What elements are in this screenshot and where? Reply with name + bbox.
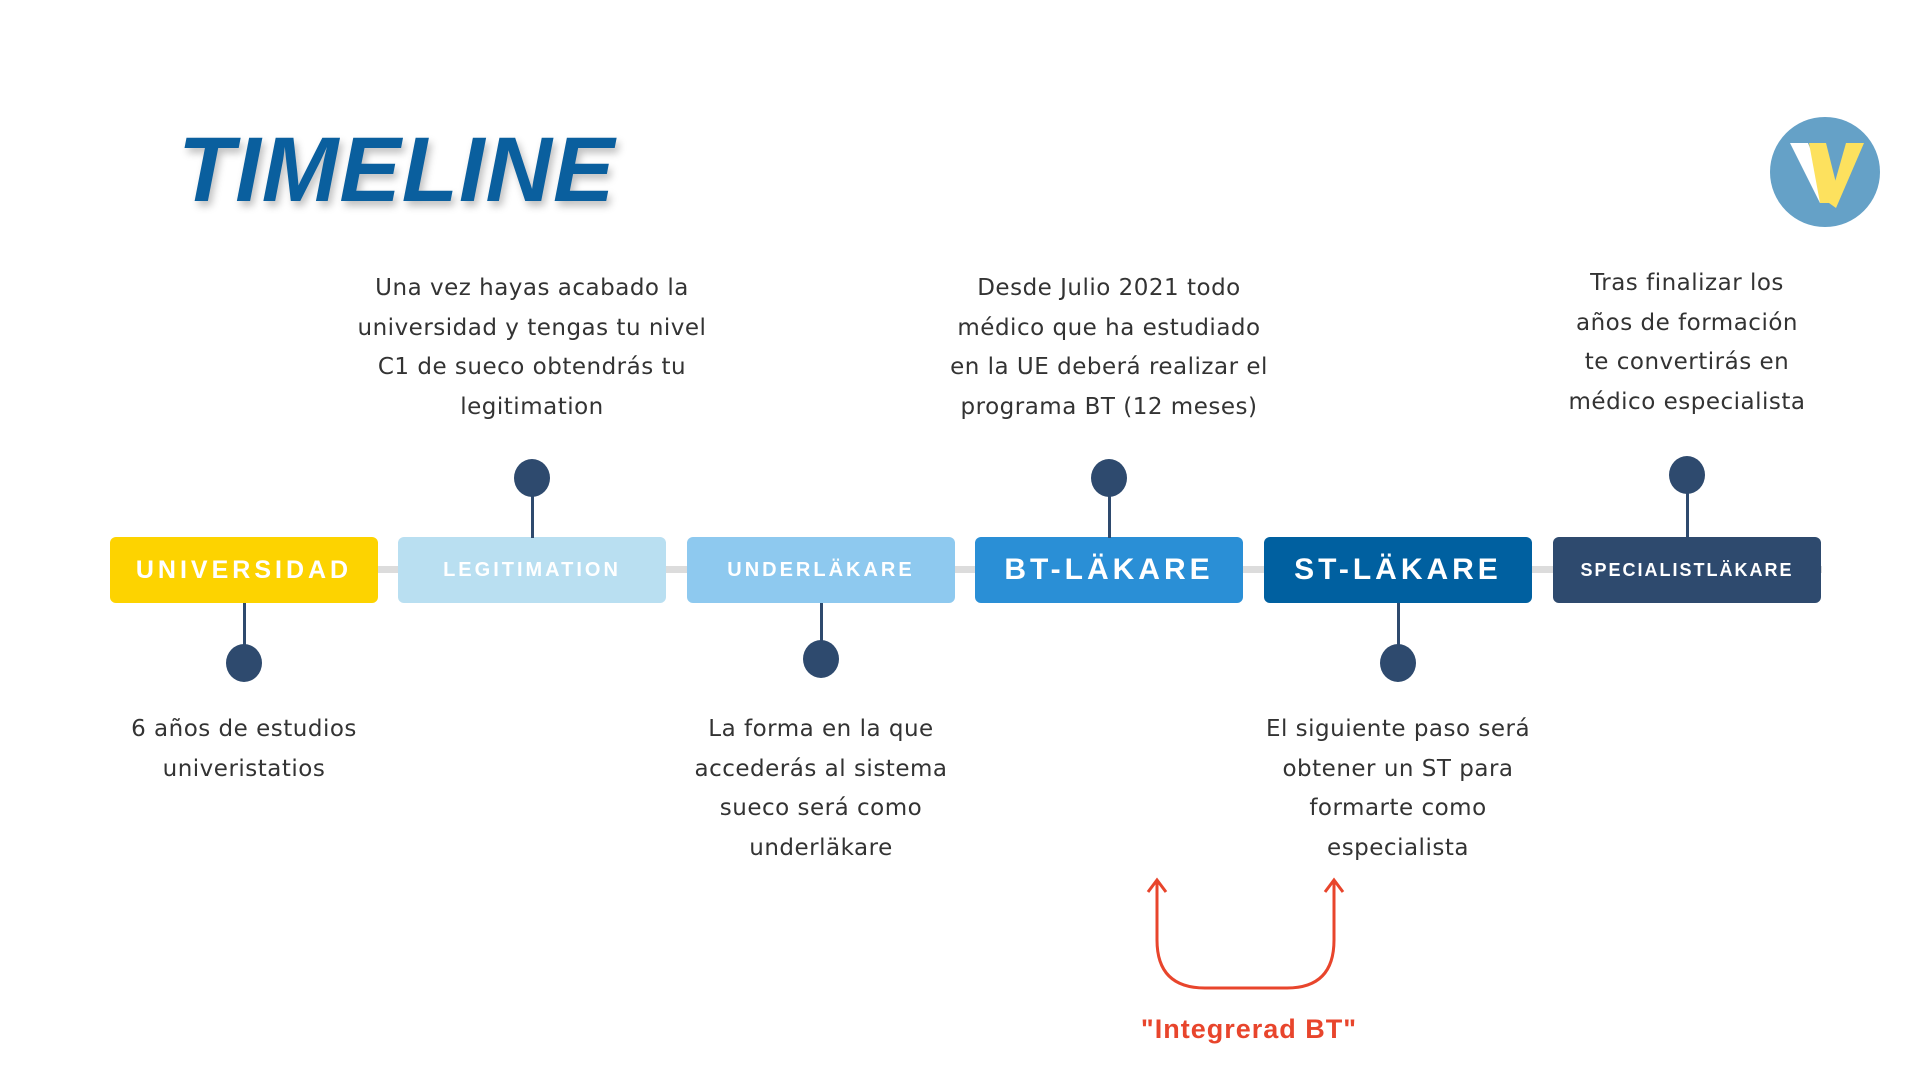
stage-note: El siguiente paso será obtener un ST para… (1198, 710, 1598, 868)
stage-dot (514, 459, 550, 497)
stage-box-2: UNDERLÄKARE (687, 537, 955, 603)
logo-w-icon (1770, 117, 1880, 227)
stage-dot (1091, 459, 1127, 497)
stage-note-line: La forma en la que (708, 716, 934, 742)
stage-box-5: SPECIALISTLÄKARE (1553, 537, 1821, 603)
stage-note: La forma en la que accederás al sistema su… (621, 710, 1021, 868)
stage-note-line: te convertirás en (1584, 349, 1790, 375)
stage-note-line: Una vez hayas acabado la (375, 275, 689, 301)
stage-note-line: univeristatios (162, 755, 326, 782)
stage-note-line: especialista (1327, 834, 1469, 861)
stage-note-line: en la UE deberá realizar el (950, 354, 1268, 380)
stage-note-line: accederás al sistema (694, 755, 948, 782)
stage-note-line: Tras finalizar los (1590, 270, 1784, 296)
stage-dot (226, 644, 262, 682)
stage-note: 6 años de estudios univeristatios (44, 710, 444, 789)
stage-box-4: ST-LÄKARE (1264, 537, 1532, 603)
integrated-bt-arrow-icon (1146, 877, 1345, 990)
stage-note-line: obtener un ST para (1282, 755, 1514, 782)
stage-note-line: legitimation (460, 393, 604, 420)
stage-note-line: médico especialista (1568, 388, 1806, 415)
stage-box-0: UNIVERSIDAD (110, 537, 378, 603)
stage-note-line: C1 de sueco obtendrás tu (377, 354, 687, 380)
stage-note-line: formarte como (1309, 795, 1487, 821)
stage-connector (531, 478, 534, 538)
stage-note-line: sueco será como (719, 795, 923, 821)
timeline-track (110, 566, 1822, 573)
stage-connector (243, 603, 246, 655)
stage-box-3: BT-LÄKARE (975, 537, 1243, 603)
stage-connector (1686, 478, 1689, 538)
stage-note-line: underläkare (749, 834, 893, 861)
stage-note-line: médico que ha estudiado (957, 314, 1261, 341)
stage-dot (1380, 644, 1416, 682)
stage-note: Desde Julio 2021 todo médico que ha estud… (909, 269, 1309, 427)
stage-dot (1669, 456, 1705, 494)
stage-box-1: LEGITIMATION (398, 537, 666, 603)
stage-dot (803, 640, 839, 678)
stage-connector (1108, 478, 1111, 538)
integrated-bt-label: "Integrerad BT" (1140, 1014, 1358, 1044)
stage-note-line: 6 años de estudios (131, 716, 357, 742)
stage-note-line: universidad y tengas tu nivel (357, 314, 707, 341)
stage-connector (1397, 603, 1400, 655)
stage-note-line: Desde Julio 2021 todo (977, 275, 1241, 301)
stage-note: Tras finalizar los años de formación te co… (1487, 264, 1887, 422)
stage-note-line: programa BT (12 meses) (960, 393, 1258, 420)
stage-note-line: años de formación (1575, 309, 1798, 336)
stage-note: Una vez hayas acabado la universidad y te… (332, 269, 732, 427)
stage-connector (820, 603, 823, 655)
page-title: TIMELINE (178, 119, 616, 221)
stage-note-line: El siguiente paso será (1265, 716, 1531, 742)
